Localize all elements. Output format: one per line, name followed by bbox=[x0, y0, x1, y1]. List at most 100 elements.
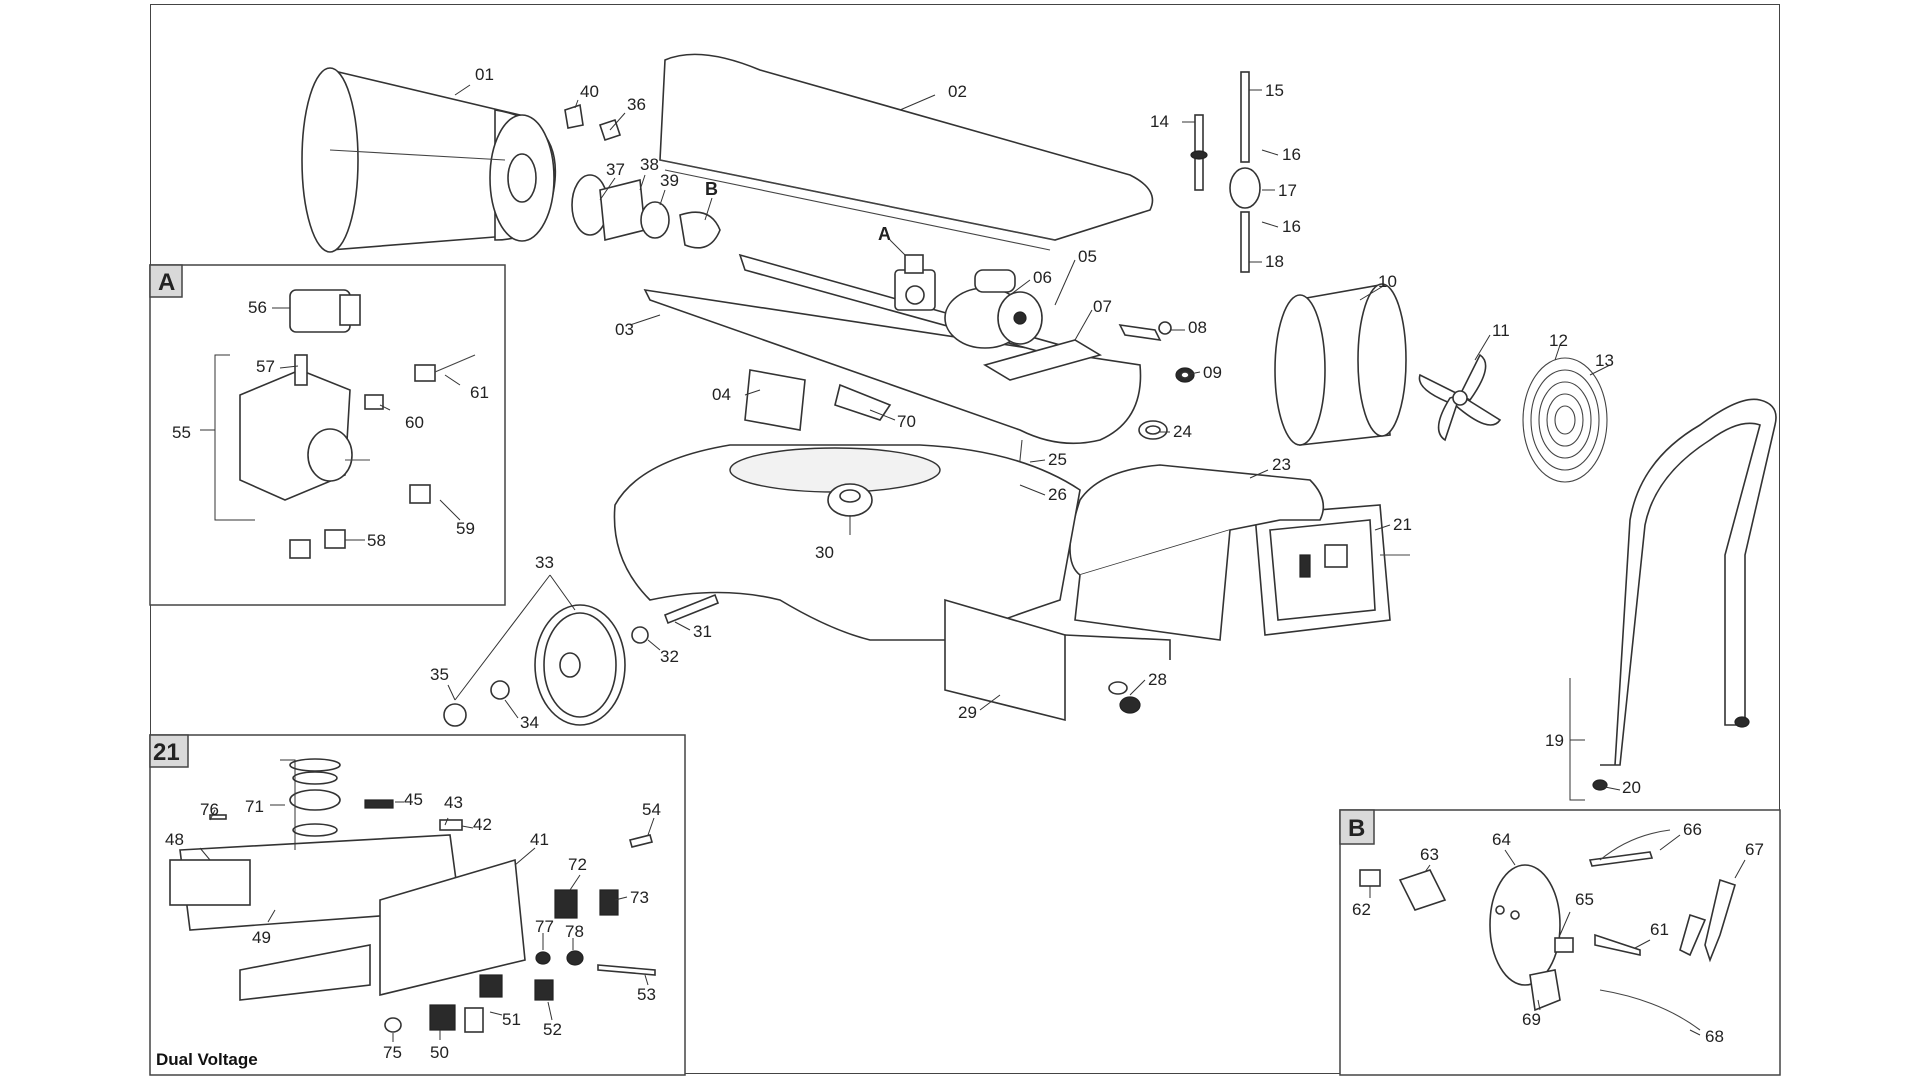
label-16b: 16 bbox=[1282, 217, 1301, 236]
label-03: 03 bbox=[615, 320, 634, 339]
label-12: 12 bbox=[1549, 331, 1568, 350]
part-30-fuel-cap bbox=[827, 483, 873, 517]
label-58: 58 bbox=[367, 531, 386, 550]
label-61a: 61 bbox=[470, 383, 489, 402]
inset-21-caption: Dual Voltage bbox=[156, 1050, 258, 1069]
label-25: 25 bbox=[1048, 450, 1067, 469]
label-70: 70 bbox=[897, 412, 916, 431]
part-36-40-burner-parts bbox=[564, 103, 721, 249]
label-18: 18 bbox=[1265, 252, 1284, 271]
part-08-clip bbox=[1118, 321, 1172, 342]
main-labels: 01 02 03 04 05 06 07 08 09 10 11 12 13 1… bbox=[430, 65, 1641, 797]
label-45: 45 bbox=[404, 790, 423, 809]
inset-a-labels: 55 56 57 58 59 60 61 bbox=[172, 298, 489, 550]
label-07: 07 bbox=[1093, 297, 1112, 316]
label-52: 52 bbox=[543, 1020, 562, 1039]
label-11: 11 bbox=[1492, 321, 1510, 340]
label-19: 19 bbox=[1545, 731, 1564, 750]
label-66: 66 bbox=[1683, 820, 1702, 839]
part-23-housing bbox=[1069, 464, 1325, 641]
label-20: 20 bbox=[1622, 778, 1641, 797]
part-07-plate bbox=[982, 339, 1103, 381]
label-51: 51 bbox=[502, 1010, 521, 1029]
label-56: 56 bbox=[248, 298, 267, 317]
label-08: 08 bbox=[1188, 318, 1207, 337]
label-37: 37 bbox=[606, 160, 625, 179]
label-21: 21 bbox=[1393, 515, 1412, 534]
callout-a: A bbox=[878, 224, 891, 244]
label-73: 73 bbox=[630, 888, 649, 907]
part-01-rear-shell bbox=[301, 67, 557, 253]
label-68: 68 bbox=[1705, 1027, 1724, 1046]
label-42: 42 bbox=[473, 815, 492, 834]
label-53: 53 bbox=[637, 985, 656, 1004]
label-62: 62 bbox=[1352, 900, 1371, 919]
label-78: 78 bbox=[565, 922, 584, 941]
label-59: 59 bbox=[456, 519, 475, 538]
inset-21-switches bbox=[209, 799, 656, 1033]
inset-b-tag: B bbox=[1348, 815, 1365, 842]
label-75: 75 bbox=[383, 1043, 402, 1062]
part-31-axle bbox=[663, 593, 720, 625]
label-10: 10 bbox=[1378, 272, 1397, 291]
part-24-grommet bbox=[1138, 420, 1168, 440]
label-57: 57 bbox=[256, 357, 275, 376]
label-17: 17 bbox=[1278, 181, 1297, 200]
inset-a-pump bbox=[239, 354, 370, 501]
label-61b: 61 bbox=[1650, 920, 1669, 939]
label-14: 14 bbox=[1150, 112, 1169, 131]
part-13-fan-guard bbox=[1522, 357, 1608, 483]
part-04-bracket bbox=[744, 369, 892, 431]
label-33: 33 bbox=[535, 553, 554, 572]
label-54: 54 bbox=[642, 800, 661, 819]
label-32: 32 bbox=[660, 647, 679, 666]
label-40: 40 bbox=[580, 82, 599, 101]
label-01: 01 bbox=[475, 65, 494, 84]
label-76: 76 bbox=[200, 800, 219, 819]
part-06-motor bbox=[944, 269, 1043, 349]
label-28: 28 bbox=[1148, 670, 1167, 689]
label-04: 04 bbox=[712, 385, 731, 404]
label-16a: 16 bbox=[1282, 145, 1301, 164]
label-02: 02 bbox=[948, 82, 967, 101]
label-50: 50 bbox=[430, 1043, 449, 1062]
inset-21-panel bbox=[239, 858, 526, 1001]
part-29-tank bbox=[613, 444, 1171, 722]
label-36: 36 bbox=[627, 95, 646, 114]
part-32-34-35-washers bbox=[443, 626, 649, 727]
part-21-control-box bbox=[1254, 504, 1410, 636]
label-67: 67 bbox=[1745, 840, 1764, 859]
inset-b-labels: 61 62 63 64 65 66 67 68 69 bbox=[1352, 820, 1764, 1046]
label-15: 15 bbox=[1265, 81, 1284, 100]
label-43: 43 bbox=[444, 793, 463, 812]
inset-21-labels: 41 42 43 45 48 49 50 51 52 53 54 71 72 7… bbox=[165, 790, 661, 1062]
part-09-grommet bbox=[1175, 367, 1195, 383]
label-60: 60 bbox=[405, 413, 424, 432]
callout-b: B bbox=[705, 179, 718, 199]
part-28-fitting bbox=[1108, 681, 1141, 714]
part-a-valve bbox=[894, 254, 936, 311]
part-19-handle bbox=[1600, 398, 1777, 766]
label-13: 13 bbox=[1595, 351, 1614, 370]
inset-b-parts bbox=[1359, 829, 1736, 1031]
label-38: 38 bbox=[640, 155, 659, 174]
label-30: 30 bbox=[815, 543, 834, 562]
part-20-caps bbox=[1592, 716, 1750, 791]
label-35: 35 bbox=[430, 665, 449, 684]
part-11-fan-blade bbox=[1418, 353, 1502, 442]
label-05: 05 bbox=[1078, 247, 1097, 266]
label-34: 34 bbox=[520, 713, 539, 732]
label-24: 24 bbox=[1173, 422, 1192, 441]
label-71: 71 bbox=[245, 797, 264, 816]
label-65: 65 bbox=[1575, 890, 1594, 909]
label-06: 06 bbox=[1033, 268, 1052, 287]
inset-a-tag: A bbox=[158, 269, 175, 296]
label-09: 09 bbox=[1203, 363, 1222, 382]
leader-lines bbox=[199, 84, 1746, 1042]
label-48: 48 bbox=[165, 830, 184, 849]
label-23: 23 bbox=[1272, 455, 1291, 474]
label-69: 69 bbox=[1522, 1010, 1541, 1029]
label-72: 72 bbox=[568, 855, 587, 874]
label-49: 49 bbox=[252, 928, 271, 947]
